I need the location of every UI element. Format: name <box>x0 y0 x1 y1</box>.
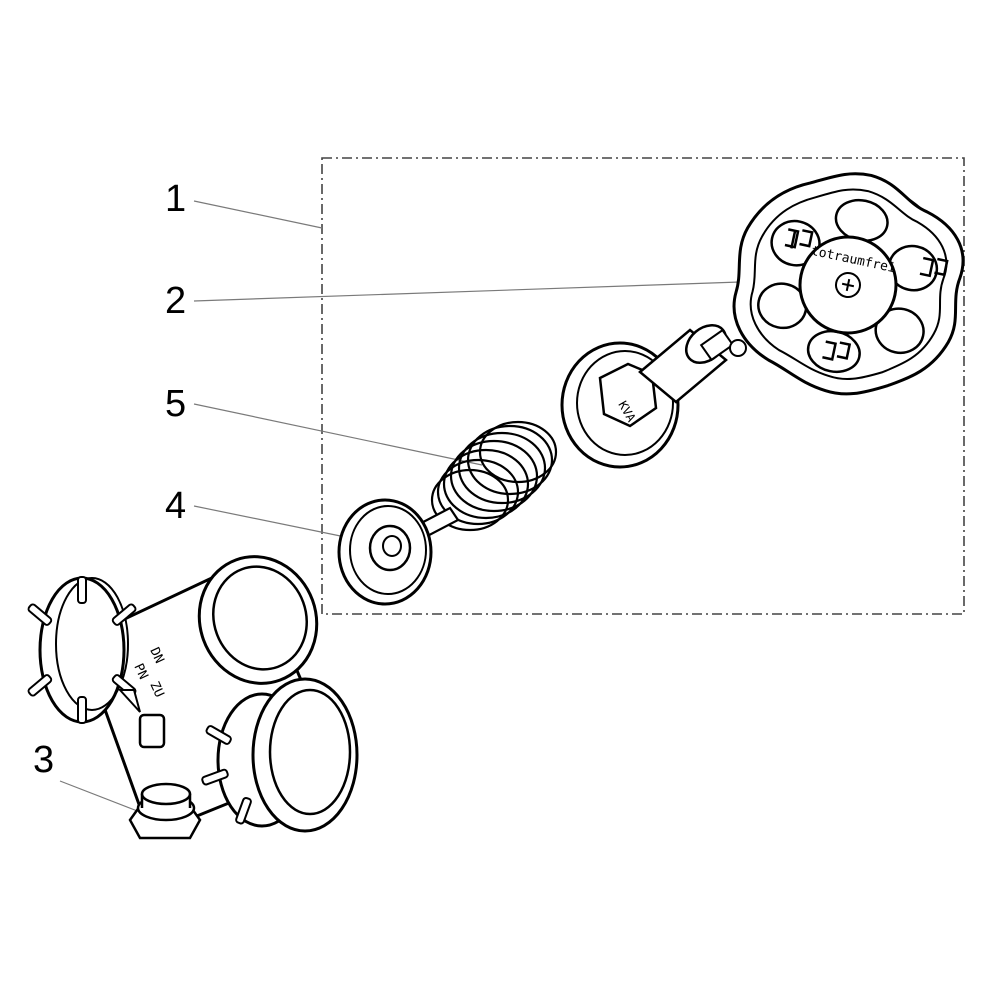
leader-lines <box>59 200 741 813</box>
leader-line-2 <box>193 281 741 302</box>
valve-cartridge: KVA <box>560 324 747 469</box>
spring <box>430 420 558 532</box>
body-mark-2: PN <box>130 661 150 682</box>
leader-line-1 <box>193 200 323 229</box>
handwheel: totraumfrei <box>732 172 965 396</box>
valve-disc <box>337 498 460 606</box>
valve-body: DN PN ZU <box>26 555 359 837</box>
logo-icon <box>784 228 949 361</box>
callout-5: 5 <box>165 383 187 425</box>
leader-line-3 <box>59 780 141 813</box>
body-mark-1: DN <box>146 645 166 666</box>
flow-arrow-icon <box>117 689 141 713</box>
body-mark-3: ZU <box>146 679 166 700</box>
assembly-group-box <box>321 157 965 615</box>
callout-2: 2 <box>165 280 187 322</box>
leader-line-5 <box>193 403 483 466</box>
callout-3: 3 <box>33 739 55 781</box>
callout-4: 4 <box>165 485 187 527</box>
drain-plug <box>128 782 202 840</box>
leader-line-4 <box>193 505 361 541</box>
callout-1: 1 <box>165 178 187 220</box>
